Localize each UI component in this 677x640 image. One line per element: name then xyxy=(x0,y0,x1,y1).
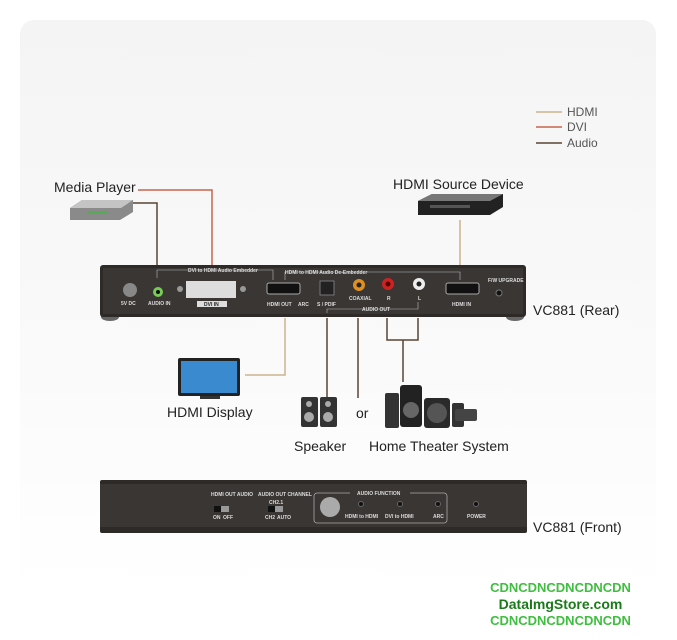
audio-out-label: AUDIO OUT xyxy=(362,307,390,313)
fw-upgrade-label: F/W UPGRADE xyxy=(488,278,524,284)
audio-function-label: AUDIO FUNCTION xyxy=(357,491,401,497)
arc-label: ARC xyxy=(298,302,309,308)
media-player-label: Media Player xyxy=(54,179,136,195)
legend-dvi: DVI xyxy=(567,120,588,134)
front-label: VC881 (Front) xyxy=(533,519,622,535)
dvi-embedder-label: DVI to HDMI Audio Embedder xyxy=(188,268,258,274)
hdmi-display-icon xyxy=(178,358,240,399)
hdmi-out-port[interactable] xyxy=(266,282,301,295)
legend-hdmi: HDMI xyxy=(567,105,598,119)
r-label: R xyxy=(387,296,391,302)
coaxial-label: COAXIAL xyxy=(349,296,372,302)
dvi-cable xyxy=(138,189,213,266)
hdmi-out-label: HDMI OUT xyxy=(267,302,292,308)
speaker-icon xyxy=(301,397,337,427)
hdmi-in-port[interactable] xyxy=(445,282,480,295)
auto-label: AUTO xyxy=(277,515,291,521)
audio-out-l-port[interactable] xyxy=(416,281,422,287)
hdmi-source-label: HDMI Source Device xyxy=(393,176,524,192)
audio-in-label: AUDIO IN xyxy=(148,301,171,307)
hdmi-source-device-icon xyxy=(418,194,503,215)
hdmi-out-audio-switch[interactable] xyxy=(214,506,229,512)
hdmi-out-cable xyxy=(245,318,286,376)
arc-led-label: ARC xyxy=(433,514,444,520)
ch21-label: CH2.1 xyxy=(269,500,283,506)
dvi-in-label: DVI IN xyxy=(204,302,219,308)
audio-out-r-port[interactable] xyxy=(385,281,391,287)
watermark-line2: DataImgStore.com xyxy=(498,596,623,612)
dvi-to-hdmi-led-label: DVI to HDMI xyxy=(385,514,414,520)
dvi-in-port[interactable] xyxy=(186,281,236,298)
l-label: L xyxy=(418,296,421,302)
hdmi-out-audio-label: HDMI OUT AUDIO xyxy=(211,492,253,498)
ch2-label: CH2 xyxy=(265,515,275,521)
power-jack[interactable] xyxy=(123,283,137,297)
media-player-icon xyxy=(70,200,133,220)
power-jack-label: 5V DC xyxy=(121,301,136,307)
spdif-port[interactable] xyxy=(319,280,335,296)
watermark-line3: CDNCDNCDNCDNCDN xyxy=(490,613,631,628)
hdmi-display-label: HDMI Display xyxy=(167,404,253,420)
vc881-front-panel: HDMI OUT AUDIO ON OFF AUDIO OUT CHANNEL … xyxy=(100,480,527,533)
vc881-rear-panel: DVI to HDMI Audio Embedder HDMI to HDMI … xyxy=(100,265,526,321)
speaker-label: Speaker xyxy=(294,438,347,454)
rl-cable xyxy=(386,318,419,341)
audio-out-channel-switch[interactable] xyxy=(268,506,283,512)
home-theater-system-icon xyxy=(385,385,477,428)
fw-upgrade-port[interactable] xyxy=(495,289,503,297)
audio-in-port[interactable] xyxy=(156,290,160,294)
power-led-label: POWER xyxy=(467,514,486,520)
hdmi-deembedder-label: HDMI to HDMI Audio De-Embedder xyxy=(285,270,367,276)
off-label: OFF xyxy=(223,515,233,521)
or-label: or xyxy=(356,405,369,421)
legend-audio: Audio xyxy=(567,136,598,150)
hdmi-in-label: HDMI IN xyxy=(452,302,472,308)
rear-label: VC881 (Rear) xyxy=(533,302,620,318)
hdmi-to-hdmi-led-label: HDMI to HDMI xyxy=(345,514,379,520)
watermark-line1: CDNCDNCDNCDNCDN xyxy=(490,580,631,595)
spdif-label: S / PDIF xyxy=(317,302,336,308)
audio-in-cable xyxy=(133,202,158,266)
on-label: ON xyxy=(213,515,221,521)
home-theater-label: Home Theater System xyxy=(369,438,509,454)
audio-out-channel-label: AUDIO OUT CHANNEL xyxy=(258,492,312,498)
audio-function-button[interactable] xyxy=(320,497,340,517)
coaxial-port[interactable] xyxy=(356,282,362,288)
